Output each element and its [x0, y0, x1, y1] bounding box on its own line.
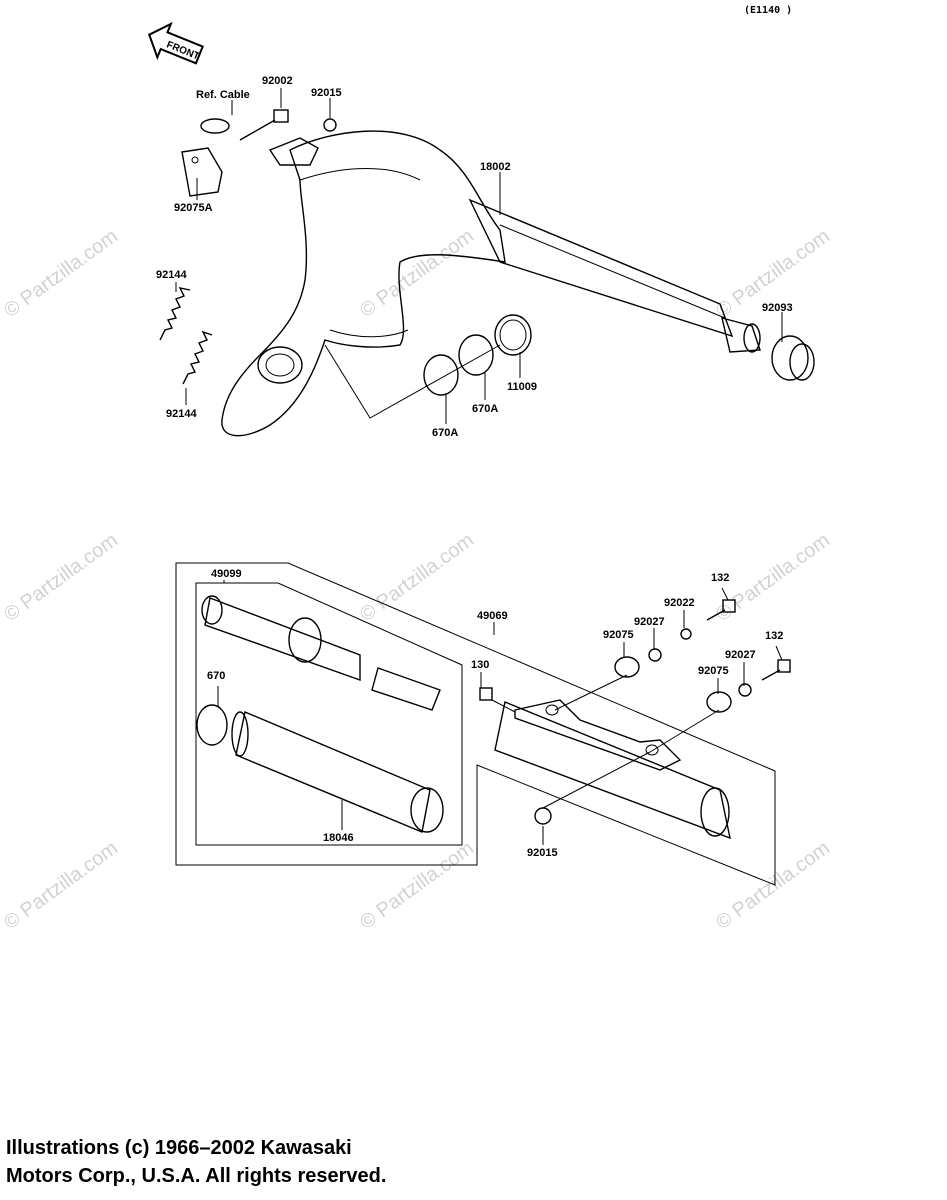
label-49099: 49099: [211, 568, 242, 580]
label-92144-a: 92144: [156, 269, 187, 281]
label-92015-top: 92015: [311, 87, 342, 99]
label-92093: 92093: [762, 302, 793, 314]
label-670A-a: 670A: [472, 403, 498, 415]
copyright-line-2: Motors Corp., U.S.A. All rights reserved…: [6, 1165, 387, 1187]
label-92144-b: 92144: [166, 408, 197, 420]
label-49069: 49069: [477, 610, 508, 622]
label-92027-a: 92027: [634, 616, 665, 628]
silencer-drawing: [175, 562, 791, 886]
label-670A-b: 670A: [432, 427, 458, 439]
label-130: 130: [471, 659, 489, 671]
copyright-line-1: Illustrations (c) 1966–2002 Kawasaki: [6, 1137, 352, 1159]
expansion-chamber-drawing: [159, 88, 815, 437]
watermark: © Partzilla.com: [712, 837, 834, 934]
watermark: © Partzilla.com: [356, 225, 478, 322]
label-132-b: 132: [765, 630, 783, 642]
front-arrow-icon: FRONT: [148, 21, 204, 65]
label-92075-a: 92075: [603, 629, 634, 641]
label-11009: 11009: [507, 381, 537, 393]
watermark: © Partzilla.com: [0, 529, 122, 626]
watermark: © Partzilla.com: [356, 837, 478, 934]
label-92002: 92002: [262, 75, 293, 87]
label-18002: 18002: [480, 161, 511, 173]
watermark: © Partzilla.com: [0, 837, 122, 934]
label-92015-bottom: 92015: [527, 847, 558, 859]
copyright-notice: Illustrations (c) 1966–2002 Kawasaki Mot…: [6, 1134, 386, 1190]
watermark: © Partzilla.com: [0, 225, 122, 322]
label-132-a: 132: [711, 572, 729, 584]
label-92075-b: 92075: [698, 665, 729, 677]
label-670: 670: [207, 670, 225, 682]
label-18046: 18046: [323, 832, 354, 844]
part-labels: Ref. Cable 92002 92015 18002 92075A 9214…: [156, 75, 793, 859]
label-92027-b: 92027: [725, 649, 756, 661]
watermark: © Partzilla.com: [356, 529, 478, 626]
diagram-code: (E1140 ): [744, 5, 792, 16]
label-92075A: 92075A: [174, 202, 213, 214]
label-ref-cable: Ref. Cable: [196, 89, 250, 101]
label-92022: 92022: [664, 597, 695, 609]
